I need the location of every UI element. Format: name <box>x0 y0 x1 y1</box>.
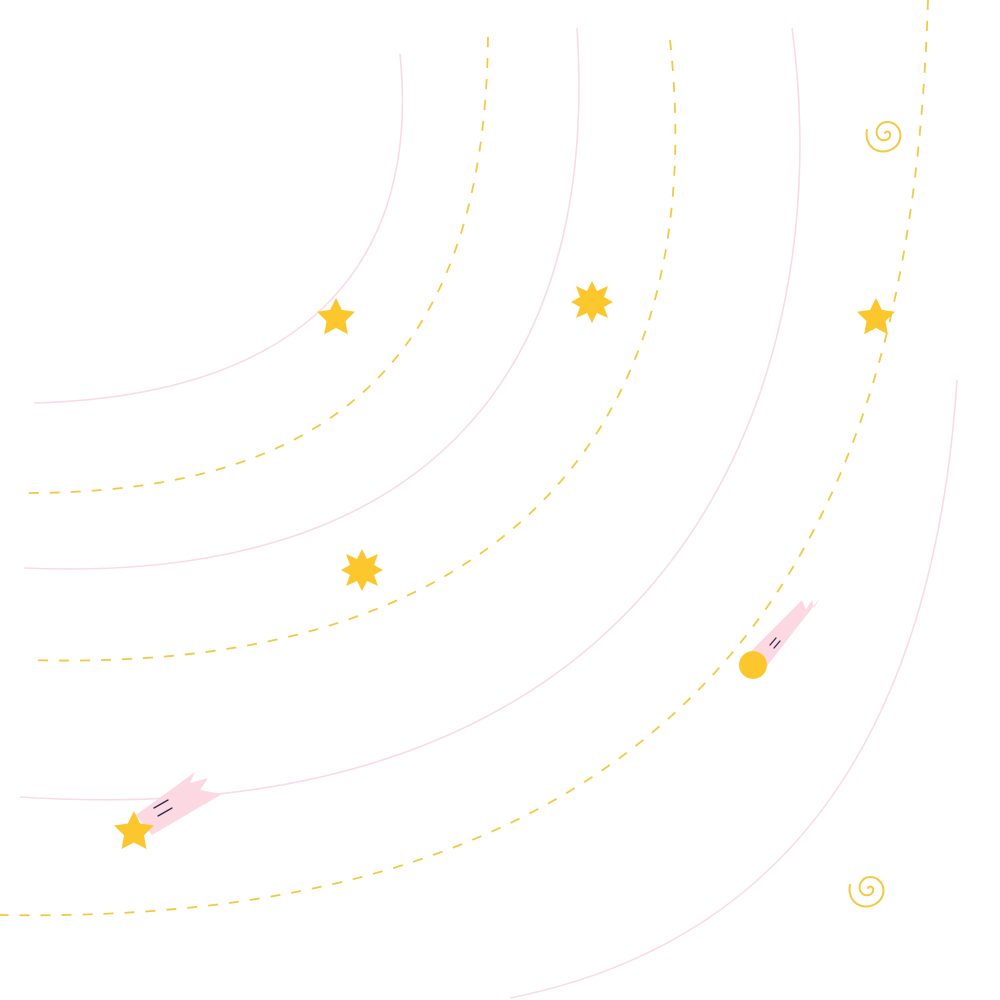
comet-left-streak-1 <box>153 799 169 809</box>
burst-icon-top <box>571 281 613 323</box>
comet-icon-left <box>114 772 222 849</box>
pink-orbits <box>19 27 958 999</box>
pink-orbit-3 <box>19 27 801 801</box>
pink-orbit-4 <box>509 379 958 999</box>
burst-icon-middle <box>341 549 383 591</box>
comet-right-head <box>739 651 767 679</box>
spiral-icon-top <box>865 120 902 153</box>
spiral-icon-bottom <box>848 875 885 908</box>
comet-icon-right <box>739 598 820 679</box>
burst-icon-top-shape <box>571 281 613 323</box>
dashed-orbit-2 <box>29 39 677 662</box>
dashed-orbits <box>0 0 929 917</box>
pink-orbit-1 <box>33 53 404 404</box>
star-icon-right-shape <box>857 298 895 335</box>
star-icon-right <box>857 298 895 335</box>
star-icon-inner-shape <box>317 298 355 335</box>
burst-icon-middle-shape <box>341 549 383 591</box>
comet-right-streak-2 <box>773 640 781 649</box>
comet-left-streak-2 <box>157 807 173 817</box>
comet-left-tail <box>136 772 222 835</box>
comet-left-head-star <box>114 811 154 849</box>
dashed-orbit-1 <box>19 36 489 494</box>
star-icon-inner <box>317 298 355 335</box>
spiral-icon-top-path <box>865 120 902 153</box>
comet-right-streak-1 <box>769 637 777 646</box>
spiral-icon-bottom-path <box>848 875 885 908</box>
comet-left-head <box>114 811 154 849</box>
dashed-orbit-3 <box>0 0 929 917</box>
pink-orbit-2 <box>23 27 580 570</box>
